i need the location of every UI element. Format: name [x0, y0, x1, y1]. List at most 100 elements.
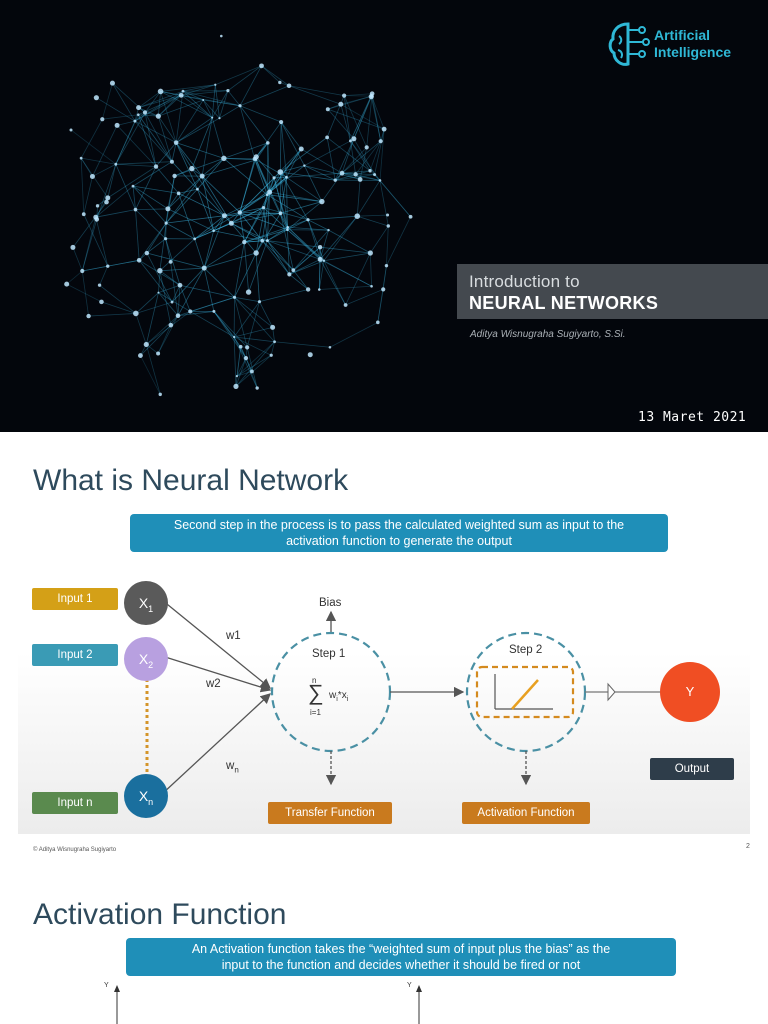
network-edge — [175, 117, 220, 144]
network-edge — [178, 188, 198, 194]
network-edge — [245, 357, 253, 372]
network-edge — [323, 252, 371, 262]
network-edge — [174, 168, 193, 177]
network-node — [218, 117, 221, 120]
network-edge — [279, 171, 309, 220]
network-node — [181, 89, 185, 93]
network-edge — [138, 107, 159, 117]
step1-label: Step 1 — [312, 648, 346, 660]
network-edge — [72, 247, 83, 272]
network-edge — [83, 214, 109, 267]
network-node — [381, 287, 386, 292]
network-edge — [223, 157, 257, 161]
sum-term-x: *x — [337, 690, 347, 701]
network-node — [202, 98, 205, 101]
weight-wn-sub: n — [234, 765, 239, 775]
node-x2-sub: 2 — [148, 659, 154, 670]
network-edge — [328, 229, 371, 254]
network-edge — [165, 175, 203, 224]
network-edge — [255, 213, 281, 254]
network-node — [212, 229, 215, 233]
network-edge — [359, 147, 368, 180]
network-node — [64, 281, 70, 287]
network-edge — [177, 311, 214, 317]
network-edge — [146, 252, 205, 269]
network-edge — [135, 292, 159, 314]
network-edge — [345, 252, 371, 306]
network-edge — [176, 142, 224, 159]
network-edge — [171, 161, 198, 190]
network-edge — [219, 90, 229, 119]
network-edge — [158, 95, 182, 117]
network-edge — [234, 336, 275, 343]
network-edge — [235, 346, 242, 387]
page-number: 2 — [746, 843, 750, 850]
network-edge — [181, 90, 228, 96]
network-edge — [107, 164, 117, 198]
network-edge — [159, 267, 205, 272]
network-node — [106, 264, 110, 268]
node-x1-sub: 1 — [148, 603, 154, 614]
network-edge — [201, 175, 241, 213]
network-edge — [83, 176, 93, 215]
network-edge — [287, 219, 309, 231]
network-node — [188, 309, 193, 314]
network-edge — [158, 99, 204, 117]
network-edge — [356, 180, 381, 217]
network-node — [158, 392, 162, 397]
network-edge — [159, 270, 172, 326]
network-node — [94, 217, 100, 222]
network-edge — [269, 165, 305, 193]
network-edge — [101, 301, 136, 314]
network-edge — [286, 148, 302, 178]
network-edge — [165, 223, 167, 239]
network-node — [79, 156, 83, 160]
network-edge — [286, 177, 288, 230]
network-edge — [293, 246, 321, 271]
copyright-footer: © Aditya Wisnugraha Sugiyarto — [33, 847, 117, 853]
network-edge — [236, 346, 242, 377]
network-node — [364, 145, 369, 150]
network-edge — [179, 285, 191, 312]
network-edge — [234, 242, 245, 298]
network-edge — [259, 289, 309, 303]
network-edge — [171, 285, 181, 303]
network-edge — [213, 311, 235, 338]
network-edge — [96, 164, 117, 220]
network-edge — [280, 122, 287, 178]
network-edge — [191, 168, 225, 216]
network-edge — [371, 93, 382, 142]
network-node — [265, 193, 269, 197]
network-node — [327, 228, 330, 232]
network-edge — [132, 185, 167, 224]
network-node — [169, 159, 174, 164]
banner-line-2: activation function to generate the outp… — [286, 534, 512, 548]
network-edge — [319, 230, 329, 260]
network-edge — [144, 112, 173, 162]
network-edge — [243, 242, 249, 293]
network-edge — [266, 142, 269, 195]
network-edge — [280, 177, 287, 214]
network-node — [286, 225, 290, 229]
network-node — [175, 313, 181, 318]
input-1-pill: Input 1 — [32, 588, 118, 610]
network-edge — [233, 301, 260, 338]
network-edge — [132, 186, 136, 210]
network-edge — [345, 288, 384, 306]
network-edge — [343, 95, 351, 141]
network-edge — [135, 209, 140, 261]
network-edge — [255, 156, 275, 179]
neural-network-diagram: Second step in the process is to pass th… — [18, 504, 750, 834]
network-edge — [263, 207, 288, 231]
network-node — [273, 340, 276, 344]
network-node — [373, 173, 377, 177]
network-edge — [157, 324, 172, 354]
network-edge — [289, 258, 321, 275]
network-edge — [158, 292, 191, 312]
network-edge — [66, 283, 102, 303]
neural-network-graphic — [64, 34, 413, 397]
network-node — [211, 116, 214, 119]
network-edge — [135, 208, 168, 211]
network-edge — [319, 259, 346, 306]
network-edge — [267, 226, 288, 242]
